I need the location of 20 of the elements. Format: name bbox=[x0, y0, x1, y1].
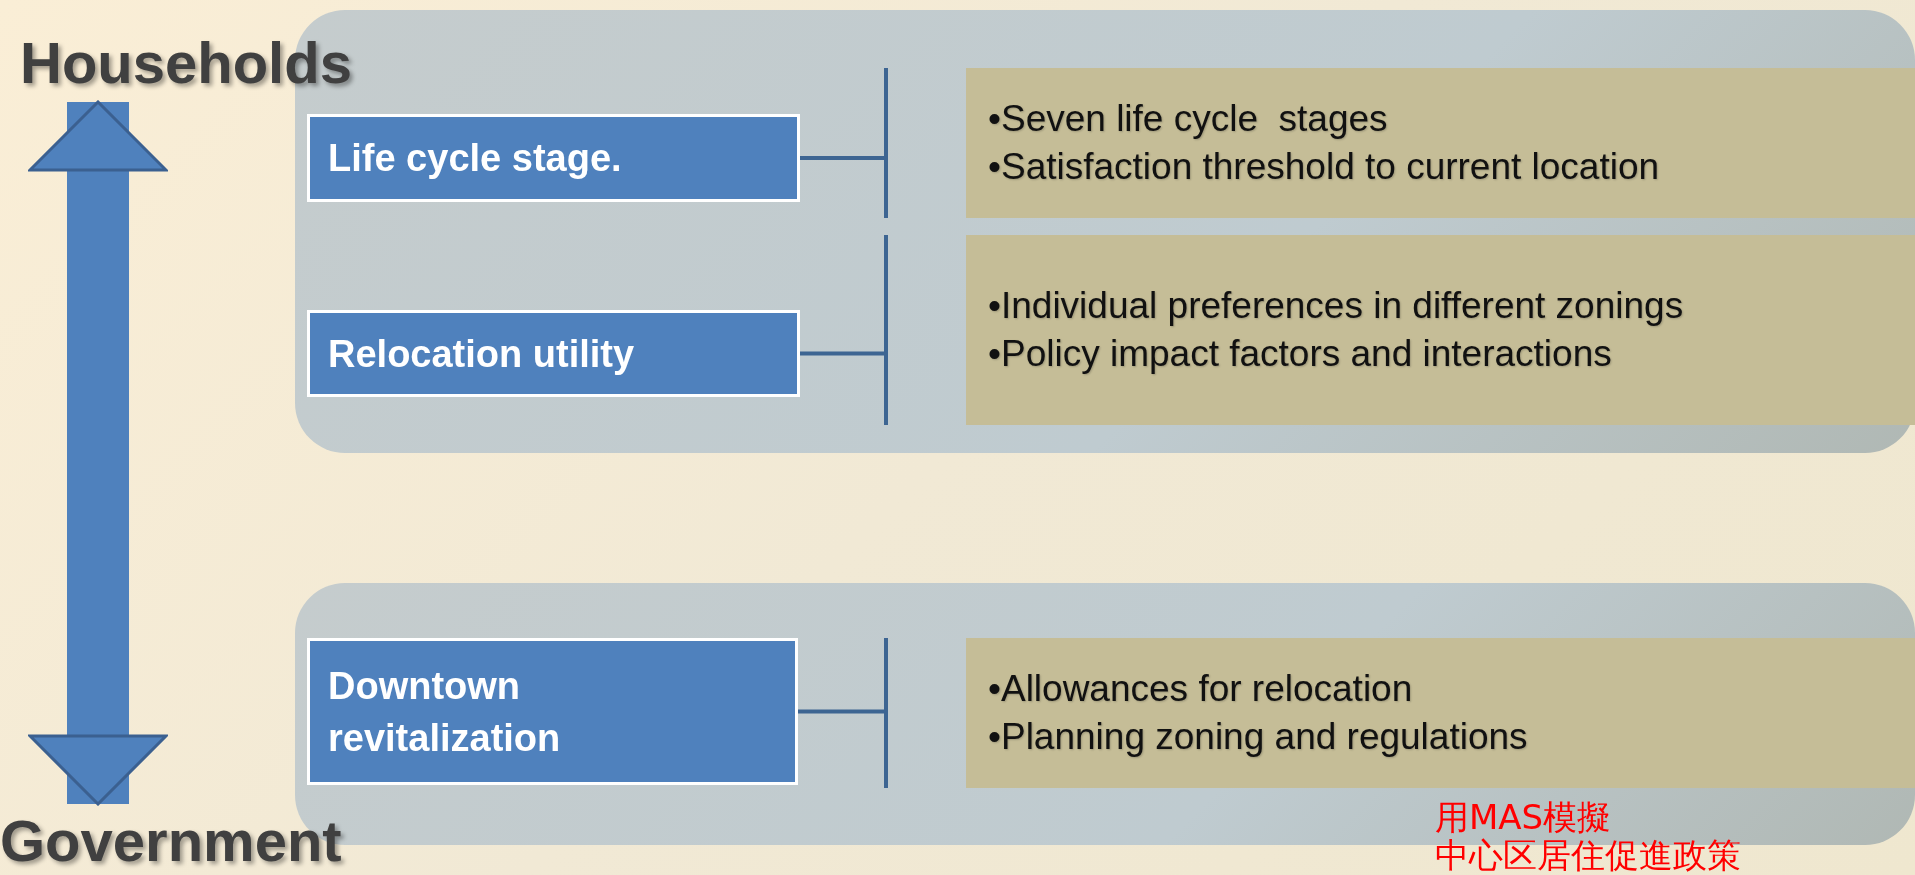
process-box: Downtown revitalization bbox=[307, 638, 798, 785]
heading-text: Households bbox=[20, 28, 390, 100]
annotation-text: 用MAS模擬 bbox=[1435, 797, 1612, 837]
bullet-text: •Planning zoning and regulations bbox=[988, 715, 1529, 759]
bullet-list-panel bbox=[884, 235, 1915, 425]
bullet-text: •Individual preferences in different zonings bbox=[988, 284, 1685, 328]
bullet-text: •Policy impact factors and interactions bbox=[988, 332, 1613, 376]
process-box: Life cycle stage. bbox=[307, 114, 800, 202]
bullet-text: •Satisfaction threshold to current location bbox=[988, 145, 1661, 189]
bullet-text: •Allowances for relocation bbox=[988, 667, 1414, 711]
double-arrow bbox=[28, 100, 168, 806]
connector-line bbox=[800, 156, 884, 160]
process-box: Relocation utility bbox=[307, 310, 800, 397]
bullet-list-panel bbox=[884, 68, 1915, 218]
connector-line bbox=[800, 351, 884, 356]
bullet-list-panel bbox=[884, 638, 1915, 788]
connector-line bbox=[798, 709, 884, 714]
bullet-text: •Seven life cycle stages bbox=[988, 97, 1389, 141]
heading-text: Government bbox=[0, 806, 400, 875]
annotation-text: 中心区居住促進政策 bbox=[1435, 835, 1741, 875]
